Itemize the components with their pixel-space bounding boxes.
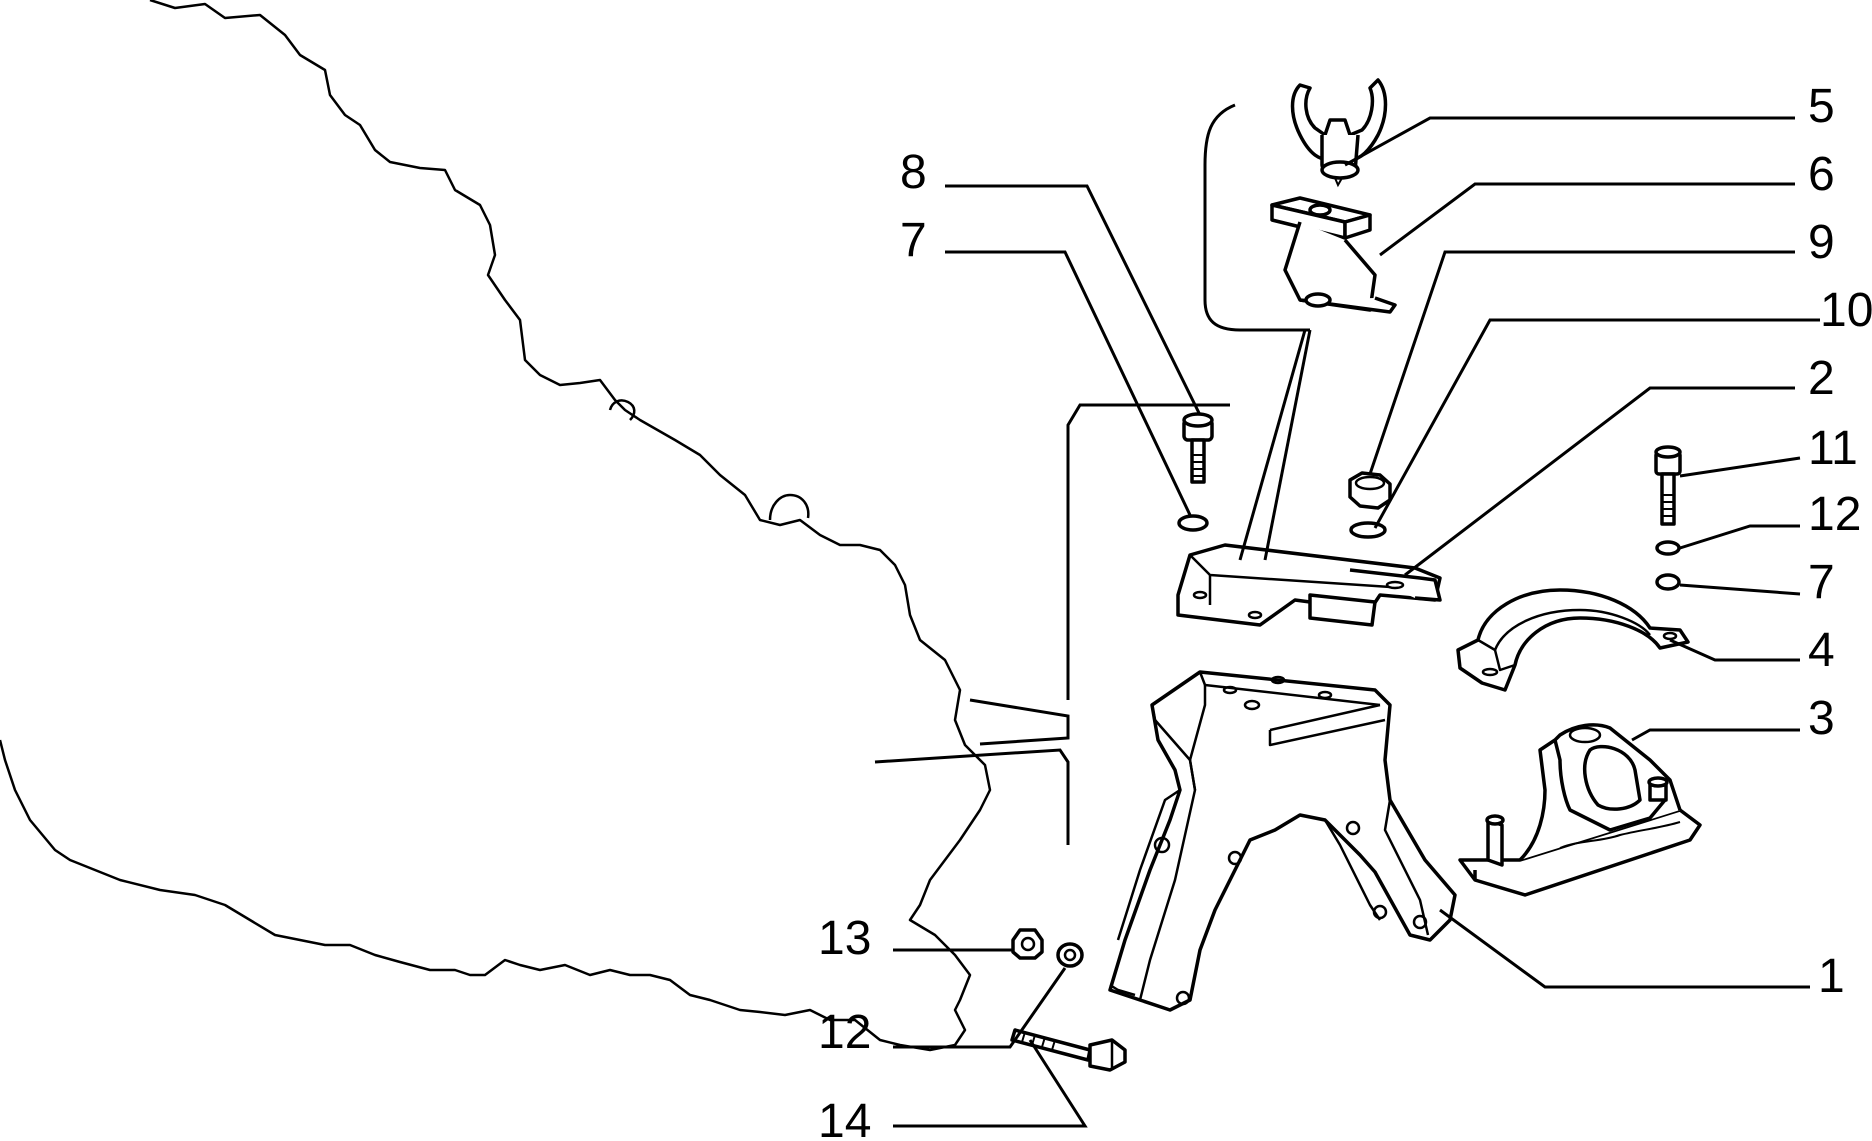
leader-lines: [893, 116, 1820, 1128]
engine-gearbox-outline: [0, 0, 992, 1052]
callout-1: 1: [1818, 950, 1845, 1003]
callout-12-right: 12: [1808, 488, 1861, 541]
part-1-support-bracket: [1108, 670, 1457, 1012]
part-6-bracket: [1270, 196, 1397, 314]
callout-12-left: 12: [818, 1006, 871, 1059]
callout-6: 6: [1808, 148, 1835, 201]
part-8-bolt: [1182, 412, 1214, 484]
part-12-lockwasher-left: [1056, 942, 1084, 968]
part-11-bolt: [1654, 445, 1682, 526]
part-5-clamp: [1290, 78, 1388, 188]
callout-11: 11: [1808, 422, 1858, 475]
callout-3: 3: [1808, 692, 1835, 745]
callout-13: 13: [818, 912, 871, 965]
part-2-mounting-plate: [1176, 543, 1442, 627]
part-12-lockwasher-right: [1655, 540, 1681, 556]
callout-labels: 5 6 8 7 9 10 2 11 12 7 4 3 13 12 1 14: [818, 80, 1872, 1141]
callout-7-left: 7: [900, 214, 927, 267]
part-9-nut: [1348, 471, 1392, 510]
part-7-washer-right: [1655, 573, 1681, 591]
part-13-nut: [1011, 928, 1044, 960]
callout-2: 2: [1808, 352, 1835, 405]
callout-10: 10: [1820, 284, 1872, 337]
callout-7-right: 7: [1808, 556, 1835, 609]
part-3-rubber-mount: [1458, 723, 1702, 897]
callout-4: 4: [1808, 624, 1835, 677]
callout-8: 8: [900, 146, 927, 199]
callout-9: 9: [1808, 216, 1835, 269]
part-4-strap: [1456, 588, 1690, 692]
part-10-washer: [1349, 521, 1387, 539]
upper-bracket-guide: [1203, 103, 1310, 332]
part-7-washer-left: [1177, 514, 1209, 532]
callout-5: 5: [1808, 80, 1835, 133]
callout-14: 14: [818, 1095, 871, 1141]
engine-mount-connector-lines: [874, 403, 1230, 845]
part-14-bolt: [1010, 1028, 1127, 1072]
